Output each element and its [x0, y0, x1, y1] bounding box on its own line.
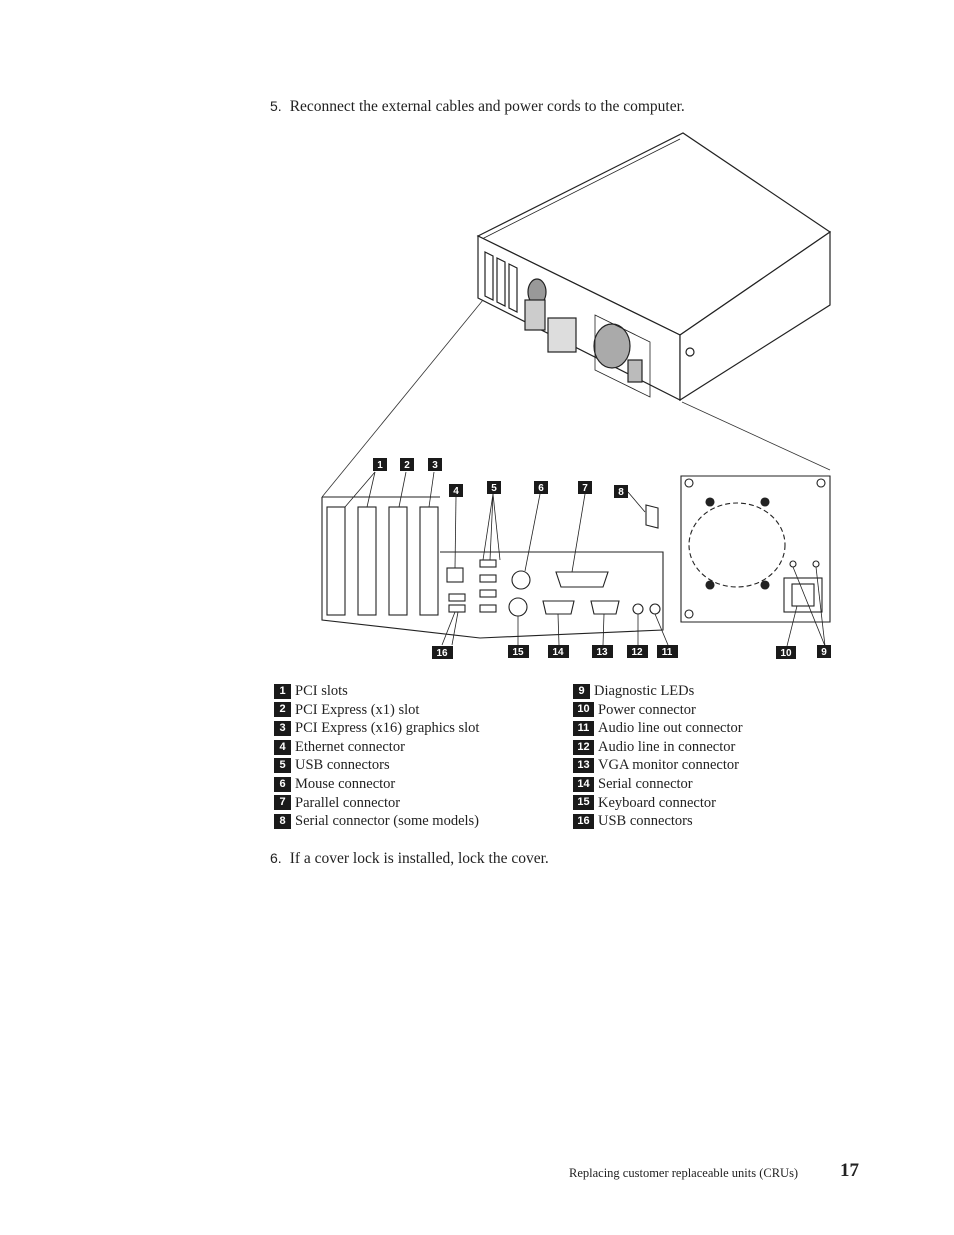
svg-text:7: 7: [582, 483, 588, 494]
svg-text:5: 5: [491, 483, 497, 494]
svg-text:1: 1: [377, 460, 383, 471]
legend-badge: 9: [573, 683, 590, 699]
svg-text:6: 6: [538, 483, 544, 494]
callout-12: 12: [627, 645, 648, 658]
callout-1: 1: [373, 458, 387, 471]
step-6: 6. If a cover lock is installed, lock the…: [270, 850, 549, 868]
step-text: If a cover lock is installed, lock the c…: [289, 850, 549, 867]
legend-badge: 1: [274, 683, 291, 699]
callout-13: 13: [592, 645, 613, 658]
legend-label: USB connectors: [295, 757, 390, 774]
legend-label: Keyboard connector: [598, 794, 716, 811]
rear-connectors-figure: 1 2 3 4 5 6 7 8 9 10 11 12 13 14 15 16: [321, 132, 832, 659]
svg-text:10: 10: [780, 648, 792, 659]
legend-badge: 5: [274, 758, 291, 774]
step-number: 6.: [270, 850, 282, 866]
callout-14: 14: [548, 645, 569, 658]
legend-label: Serial connector (some models): [295, 813, 480, 830]
legend-label: PCI slots: [295, 683, 348, 699]
legend-badge: 14: [573, 776, 594, 792]
page-number: 17: [840, 1160, 859, 1181]
callout-9: 9: [817, 645, 831, 658]
legend-badge: 11: [573, 720, 594, 736]
callout-16: 16: [432, 646, 453, 659]
svg-text:2: 2: [404, 460, 410, 471]
callout-11: 11: [657, 645, 678, 658]
legend-label: Diagnostic LEDs: [594, 683, 695, 699]
svg-text:8: 8: [618, 487, 624, 498]
legend-label: Parallel connector: [295, 794, 401, 811]
callout-4: 4: [449, 484, 463, 497]
legend-label: Mouse connector: [295, 775, 396, 792]
callout-5: 5: [487, 481, 501, 494]
legend-label: Audio line out connector: [598, 720, 743, 737]
legend-badge: 7: [274, 795, 291, 811]
svg-text:13: 13: [596, 647, 608, 658]
legend-badge: 15: [573, 795, 594, 811]
callout-3: 3: [428, 458, 442, 471]
legend-label: PCI Express (x16) graphics slot: [295, 720, 480, 737]
legend-badge: 12: [573, 739, 594, 755]
legend-label: Ethernet connector: [295, 738, 405, 755]
legend-badge: 13: [573, 758, 594, 774]
legend-badge: 16: [573, 813, 594, 829]
callout-badges: 1 2 3 4 5 6 7 8 9 10 11 12 13 14 15 16: [373, 458, 831, 659]
step-5: 5. Reconnect the external cables and powe…: [270, 98, 685, 116]
legend-badge: 3: [274, 720, 291, 736]
legend-label: Serial connector: [598, 775, 693, 792]
legend-label: Audio line in connector: [598, 738, 736, 755]
legend-badge: 4: [274, 739, 291, 755]
legend-label: USB connectors: [598, 813, 693, 830]
callout-6: 6: [534, 481, 548, 494]
callout-10: 10: [776, 646, 796, 659]
legend-badge: 2: [274, 702, 291, 718]
svg-text:14: 14: [552, 647, 564, 658]
svg-text:15: 15: [512, 647, 524, 658]
footer-chapter-title: Replacing customer replaceable units (CR…: [569, 1166, 799, 1180]
svg-text:12: 12: [631, 647, 643, 658]
legend-badge: 10: [573, 702, 594, 718]
callout-7: 7: [578, 481, 592, 494]
legend-label: PCI Express (x1) slot: [295, 701, 420, 718]
callout-2: 2: [400, 458, 414, 471]
svg-text:9: 9: [821, 647, 827, 658]
svg-text:16: 16: [436, 648, 448, 659]
callout-leaders: [344, 471, 826, 647]
computer-case-illustration: [476, 132, 832, 402]
legend-badge: 6: [274, 776, 291, 792]
svg-text:11: 11: [662, 647, 673, 658]
rear-panel-detail: [321, 475, 831, 639]
legend-badge: 8: [274, 813, 291, 829]
callout-8: 8: [614, 485, 628, 498]
step-text: Reconnect the external cables and power …: [289, 98, 685, 115]
svg-text:4: 4: [453, 486, 459, 497]
step-number: 5.: [270, 98, 282, 114]
callout-15: 15: [508, 645, 529, 658]
zoom-lines: [321, 299, 831, 498]
legend-label: Power connector: [598, 701, 696, 718]
legend-label: VGA monitor connector: [598, 757, 739, 774]
svg-text:3: 3: [432, 460, 438, 471]
